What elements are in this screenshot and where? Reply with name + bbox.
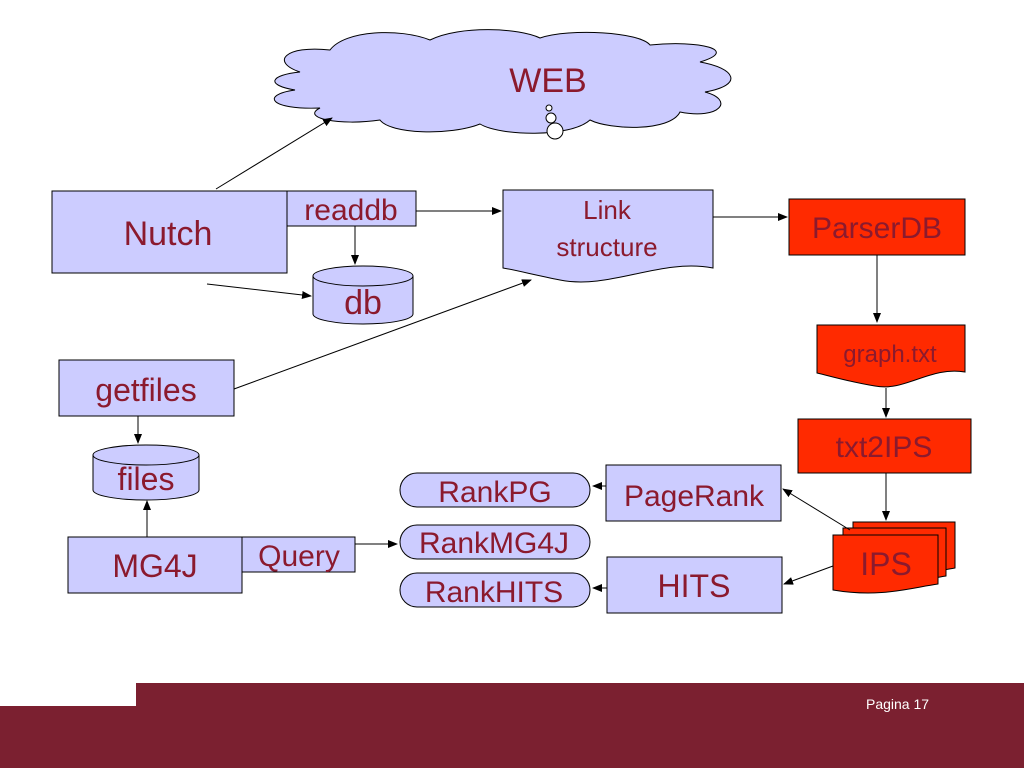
- hits-box: HITS: [606, 556, 783, 614]
- rankpg-terminator: RankPG: [399, 472, 591, 509]
- graph-txt-doc: graph.txt: [816, 324, 966, 388]
- mg4j-box: MG4J: [67, 536, 243, 594]
- arrow-getfiles-to-link-structure: [233, 279, 532, 390]
- getfiles-label: getfiles: [95, 372, 196, 408]
- link-structure-label-line1: Link: [583, 195, 632, 225]
- link-structure-doc: Link structure: [502, 189, 714, 283]
- ips-stack: IPS: [832, 521, 956, 594]
- parserdb-label: ParserDB: [812, 212, 942, 245]
- parserdb-box: ParserDB: [788, 198, 966, 256]
- ips-label: IPS: [860, 546, 912, 582]
- footer-bar: [0, 683, 1024, 768]
- page-number: Pagina 17: [866, 696, 930, 712]
- rankhits-label: RankHITS: [425, 576, 563, 609]
- connectors: [134, 117, 890, 592]
- arrow-nutch-to-web: [215, 117, 333, 190]
- arrow-nutch-to-db: [206, 283, 312, 299]
- web-cloud: WEB: [273, 29, 732, 140]
- rankmg4j-label: RankMG4J: [419, 527, 569, 560]
- rankpg-label: RankPG: [438, 476, 551, 509]
- files-label: files: [118, 461, 175, 497]
- link-structure-label-line2: structure: [556, 232, 657, 262]
- nutch-label: Nutch: [124, 215, 213, 253]
- mg4j-label: MG4J: [112, 548, 197, 584]
- db-label: db: [344, 284, 382, 322]
- pagerank-label: PageRank: [624, 480, 765, 513]
- hits-label: HITS: [658, 568, 731, 604]
- pagerank-box: PageRank: [605, 464, 782, 522]
- files-cylinder: files: [92, 444, 200, 501]
- nutch-box: Nutch: [51, 190, 288, 274]
- pipeline-diagram: WEB Nutch readdb db Link structure Parse…: [51, 29, 972, 614]
- footer-notch: [0, 683, 136, 706]
- rankhits-terminator: RankHITS: [399, 572, 591, 609]
- getfiles-box: getfiles: [58, 359, 235, 417]
- rankmg4j-terminator: RankMG4J: [399, 524, 591, 560]
- graph-txt-label: graph.txt: [843, 341, 937, 368]
- readdb-label: readdb: [304, 194, 397, 227]
- txt2ips-label: txt2IPS: [836, 431, 933, 464]
- arrow-ips-to-hits: [783, 565, 834, 585]
- txt2ips-box: txt2IPS: [797, 418, 972, 474]
- query-label: Query: [258, 540, 340, 573]
- readdb-box: readdb: [286, 190, 417, 227]
- query-box: Query: [241, 536, 356, 573]
- arrow-ips-to-pagerank: [782, 488, 851, 531]
- web-label: WEB: [509, 62, 586, 100]
- db-cylinder: db: [312, 265, 414, 325]
